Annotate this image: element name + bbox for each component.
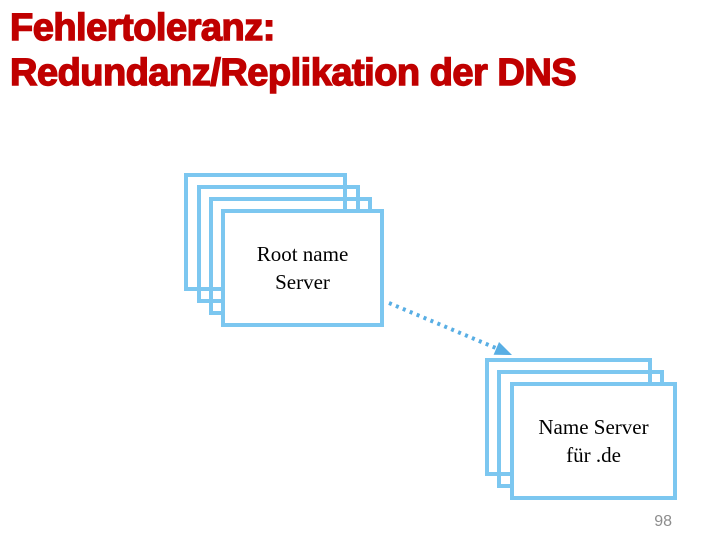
page-number: 98 (654, 513, 672, 530)
stacked-rect-front (510, 382, 677, 500)
node-label-wrap: Name Server für .de (510, 382, 677, 500)
stacked-rect-front (221, 209, 384, 327)
slide-title: Fehlertoleranz:Redundanz/Replikation der… (9, 6, 577, 96)
node-label-wrap: Root name Server (221, 209, 384, 327)
dashed-arrow-head (493, 342, 512, 355)
dashed-arrow-shaft (388, 301, 498, 351)
name-server-de-label: Name Server für .de (538, 415, 649, 467)
title-line-1: Fehlertoleranz: (9, 6, 276, 49)
root-name-server-label: Root name Server (256, 242, 349, 294)
title-line-2: Redundanz/Replikation der DNS (9, 51, 577, 94)
